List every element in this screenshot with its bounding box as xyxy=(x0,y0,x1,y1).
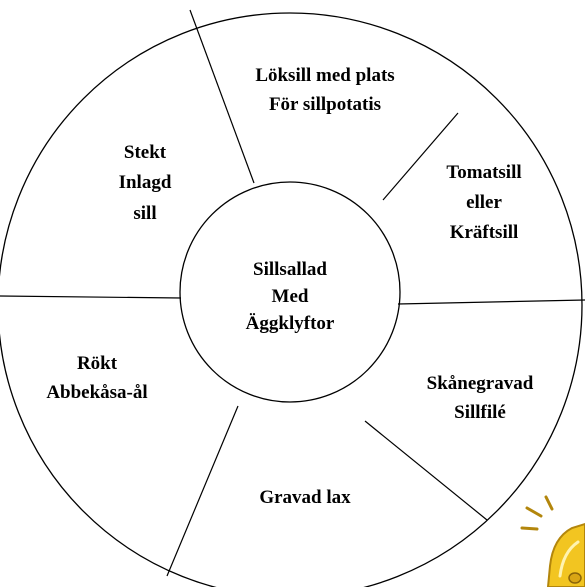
divider-left xyxy=(0,296,181,298)
bell-icon xyxy=(522,497,585,587)
segment-top-line-2: För sillpotatis xyxy=(269,94,381,115)
segment-upper-left-line-3: sill xyxy=(133,203,156,224)
segment-upper-left-line-1: Stekt xyxy=(124,142,167,163)
segment-upper-left-line-2: Inlagd xyxy=(119,172,172,193)
segment-bottom: Gravad lax xyxy=(259,487,351,508)
segment-lower-left: Rökt Abbekåsa-ål xyxy=(46,353,147,403)
segment-top: Löksill med plats För sillpotatis xyxy=(255,65,394,115)
segment-bottom-line-1: Gravad lax xyxy=(259,487,351,508)
segment-lower-left-line-1: Rökt xyxy=(77,353,118,374)
divider-right xyxy=(398,300,585,304)
divider-bottom-right xyxy=(365,421,487,520)
divider-top-right xyxy=(383,113,458,200)
divider-top-left xyxy=(190,10,254,183)
segment-lower-right-line-2: Sillfilé xyxy=(454,402,506,423)
segment-lower-left-line-2: Abbekåsa-ål xyxy=(46,382,147,403)
divider-bottom-left xyxy=(167,406,238,576)
center-label: Sillsallad Med Äggklyftor xyxy=(246,259,335,334)
center-line-3: Äggklyftor xyxy=(246,313,335,334)
segment-upper-left: Stekt Inlagd sill xyxy=(119,142,172,224)
segment-lower-right: Skånegravad Sillfilé xyxy=(427,373,534,423)
segment-lower-right-line-1: Skånegravad xyxy=(427,373,534,394)
segment-upper-right-line-3: Kräftsill xyxy=(450,222,519,243)
segment-upper-right: Tomatsill eller Kräftsill xyxy=(446,162,521,243)
segment-top-line-1: Löksill med plats xyxy=(255,65,394,86)
center-line-2: Med xyxy=(272,286,309,307)
center-line-1: Sillsallad xyxy=(253,259,327,280)
segment-upper-right-line-2: eller xyxy=(466,192,502,213)
segment-upper-right-line-1: Tomatsill xyxy=(446,162,521,183)
